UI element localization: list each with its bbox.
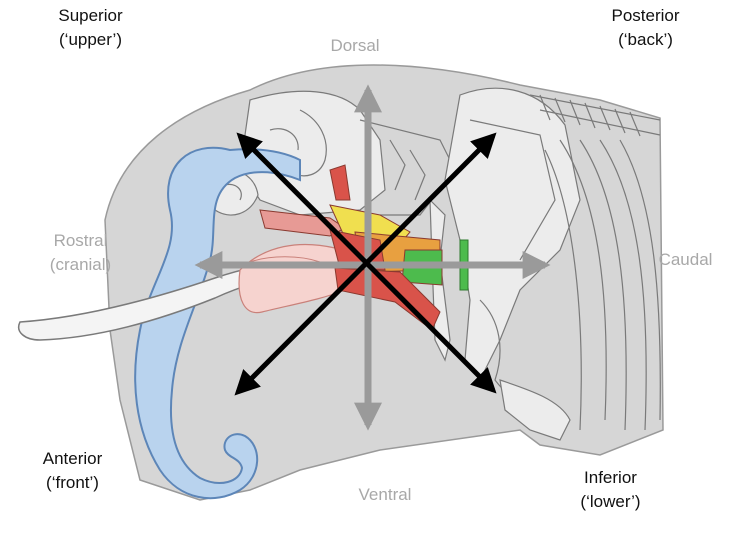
- dorsal-label: Dorsal: [330, 36, 380, 55]
- inferior-label-term: Inferior: [584, 468, 637, 487]
- posterior-label: Posterior (‘back’): [583, 4, 708, 52]
- caudal-label: Caudal: [658, 250, 713, 269]
- anterior-label: Anterior (‘front’): [10, 447, 135, 495]
- posterior-label-term: Posterior: [611, 6, 680, 25]
- superior-label: Superior (‘upper’): [28, 4, 153, 52]
- superior-label-term: Superior: [58, 6, 123, 25]
- trunk: [134, 146, 301, 500]
- rib-cage: [529, 94, 661, 431]
- posterior-label-gloss: (‘back’): [618, 30, 673, 49]
- anterior-label-gloss: (‘front’): [46, 473, 99, 492]
- posterior-anterior-arrow: [234, 132, 497, 396]
- rostral-label: Rostral (cranial): [18, 229, 143, 277]
- inferior-label: Inferior (‘lower’): [548, 466, 673, 514]
- anterior-label-term: Anterior: [42, 449, 103, 468]
- superior-label-gloss: (‘upper’): [59, 30, 122, 49]
- rostral-label-term: Rostral: [53, 231, 108, 250]
- rostral-label-gloss: (cranial): [49, 255, 112, 274]
- ventral-label: Ventral: [358, 485, 412, 504]
- inferior-label-gloss: (‘lower’): [580, 492, 641, 511]
